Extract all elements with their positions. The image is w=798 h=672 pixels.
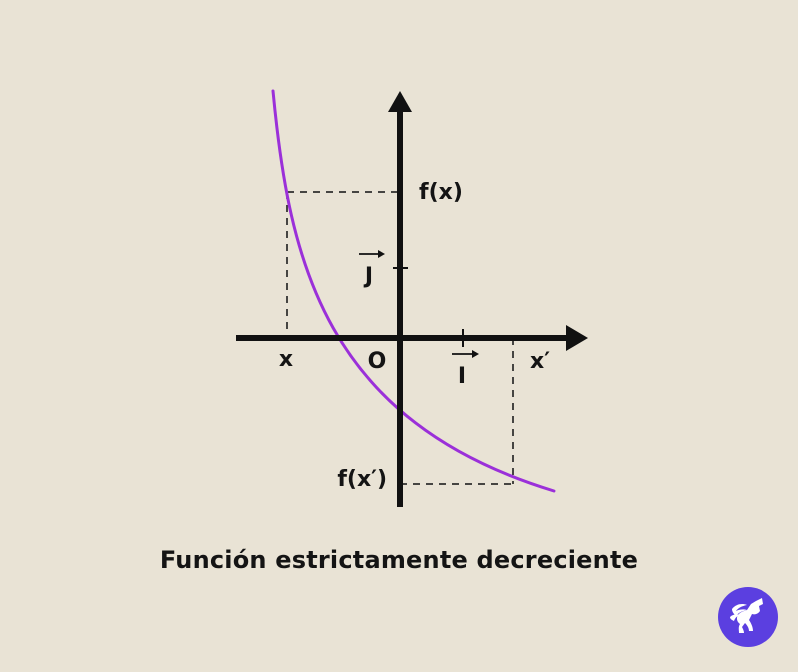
- pegasus-logo-icon: [730, 598, 763, 633]
- j-vector-label: J: [363, 264, 373, 289]
- j-vector-arrow-icon: [359, 250, 385, 258]
- decreasing-curve: [271, 89, 556, 493]
- origin-label: O: [368, 349, 387, 374]
- x-axis-arrow-icon: [566, 325, 588, 351]
- fxprime-label: f(x′): [337, 467, 387, 492]
- brand-logo[interactable]: [718, 587, 778, 647]
- fx-label: f(x): [419, 180, 463, 205]
- diagram-caption: Función estrictamente decreciente: [159, 546, 639, 574]
- x-label: x: [279, 347, 293, 372]
- i-vector-arrow-icon: [452, 350, 479, 358]
- i-vector-label: I: [458, 364, 466, 389]
- xprime-label: x′: [530, 349, 550, 374]
- y-axis-arrow-icon: [388, 91, 412, 112]
